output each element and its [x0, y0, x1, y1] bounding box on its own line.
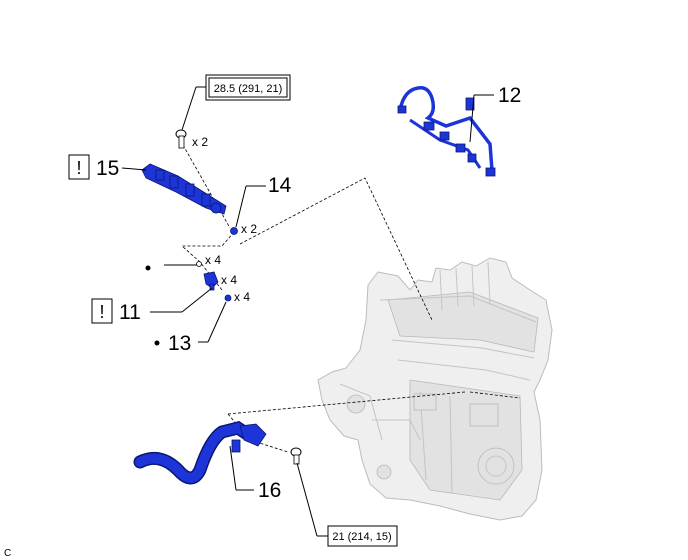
warning-box-11 — [91, 298, 113, 324]
non-reusable-dot-13 — [154, 340, 160, 346]
qty-13: x 4 — [234, 290, 250, 304]
part-14-spacer — [230, 227, 238, 235]
callout-14: 14 — [268, 174, 292, 197]
leader-11-drop — [181, 287, 213, 313]
leader-12-drop — [469, 94, 475, 143]
leader-16-drop — [229, 445, 237, 491]
qty-14: x 2 — [241, 222, 257, 236]
callout-11: 11 — [119, 301, 141, 324]
qty-11: x 4 — [221, 273, 237, 287]
torque-bottom: 21 (214, 15) — [332, 531, 391, 543]
delivery-pipe-bolt-part — [175, 129, 187, 149]
callout-15: 15 — [96, 157, 119, 180]
bypass-pipe-bolt-part — [290, 447, 302, 465]
torque-box-bottom — [327, 525, 398, 547]
warning-icon-11: ! — [99, 302, 104, 322]
callout-16: 16 — [258, 479, 281, 502]
insulator-part — [196, 261, 202, 267]
callout-13: 13 — [168, 332, 191, 355]
leader-torque-top-drop — [181, 86, 197, 131]
qty-insulator: x 4 — [205, 253, 221, 267]
figure-code: C — [4, 548, 11, 559]
fuel-delivery-pipe-part — [141, 163, 227, 215]
callout-12: 12 — [498, 84, 521, 107]
warning-icon: ! — [76, 158, 81, 178]
non-reusable-dot-insulator — [145, 265, 151, 271]
o-ring-part — [224, 294, 232, 302]
engine-wire-harness-part — [397, 85, 496, 177]
leader-15 — [121, 167, 147, 171]
torque-top: 28.5 (291, 21) — [214, 83, 283, 95]
fuel-injector-part — [203, 271, 219, 291]
engine-assembly-illustration — [317, 257, 553, 521]
torque-box-top-inner — [208, 77, 288, 98]
qty-top-bolt: x 2 — [192, 135, 208, 149]
warning-box-15 — [68, 154, 90, 180]
water-bypass-pipe-part — [133, 420, 267, 485]
leader-torque-bottom — [296, 462, 318, 537]
leader-13-drop — [207, 301, 227, 343]
leader-14-drop — [235, 185, 247, 228]
